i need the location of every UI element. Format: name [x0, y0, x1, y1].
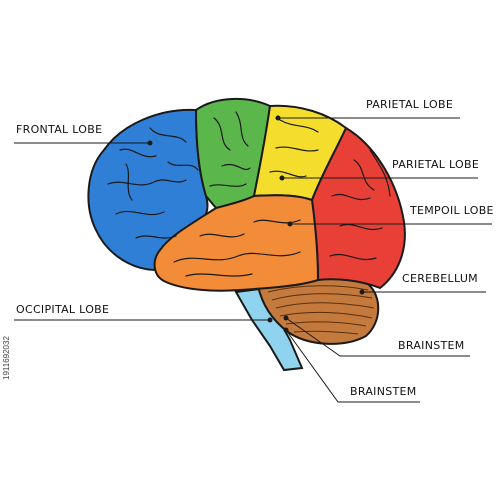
cerebellum-folds — [267, 285, 375, 335]
label-brainstem-2: BRAINSTEM — [350, 385, 417, 398]
label-parietal-lobe-top: PARIETAL LOBE — [366, 98, 454, 111]
leader-lines — [14, 115, 492, 403]
brain-gyri — [107, 111, 391, 277]
label-cerebellum: CEREBELLUM — [402, 272, 478, 285]
leader-brainstem-2 — [285, 329, 420, 403]
stock-id-text: 1911692032 — [2, 336, 11, 380]
label-parietal-lobe-mid: PARIETAL LOBE — [392, 158, 480, 171]
label-brainstem-1: BRAINSTEM — [398, 339, 465, 352]
label-tempoil-lobe: TEMPOIL LOBE — [410, 204, 494, 217]
label-occipital-lobe: OCCIPITAL LOBE — [16, 303, 110, 316]
temporal-lobe-region — [153, 194, 320, 292]
label-frontal-lobe: FRONTAL LOBE — [16, 123, 103, 136]
leader-brainstem-1 — [285, 317, 470, 357]
